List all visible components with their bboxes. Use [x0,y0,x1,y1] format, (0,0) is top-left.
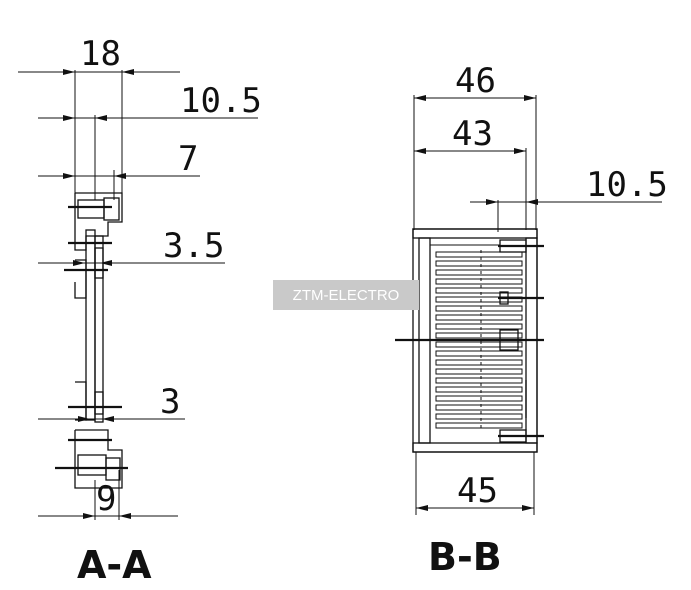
fin [435,278,523,285]
svg-text:3: 3 [160,382,180,422]
dimension-9: 9 [38,479,178,519]
section-a-a: 18 10.5 7 3.5 3 [18,34,262,587]
fin [435,350,523,357]
dimension-3.5: 3.5 [38,226,225,266]
fin [435,287,523,294]
fin [435,359,523,366]
dimension-7: 7 [38,139,200,179]
svg-text:10.5: 10.5 [586,165,668,205]
fin [435,341,523,348]
dimension-10.5-left: 10.5 [38,81,262,121]
a-a-profile [55,192,128,489]
dimension-18: 18 [18,34,180,75]
section-label-b-b: B-B [428,535,502,579]
fin [435,269,523,276]
svg-text:3.5: 3.5 [163,226,224,266]
dimension-43: 43 [414,114,526,154]
fin [435,296,523,303]
dimension-10.5-right: 10.5 [470,165,668,205]
svg-text:18: 18 [80,34,121,74]
fin [435,413,523,420]
dimension-3: 3 [38,382,185,422]
dimension-45: 45 [416,471,534,511]
section-label-a-a: A-A [77,543,152,587]
svg-text:9: 9 [96,479,116,519]
fin [435,323,523,330]
fin [435,305,523,312]
svg-text:10.5: 10.5 [180,81,262,121]
fin [435,368,523,375]
svg-text:43: 43 [452,114,493,154]
fin [435,314,523,321]
section-b-b: 46 43 10.5 45 [395,61,668,579]
b-b-body [395,228,544,453]
dimension-46: 46 [414,61,536,101]
svg-text:7: 7 [178,139,198,179]
fin [435,332,523,339]
fin [435,404,523,411]
svg-text:45: 45 [457,471,498,511]
fin [435,260,523,267]
fin [435,386,523,393]
watermark-banner: ZTM-ELECTRO [273,280,419,310]
fin [435,251,523,258]
svg-text:46: 46 [455,61,496,101]
fin [435,422,523,429]
fin [435,395,523,402]
cooling-fins [435,251,523,429]
fin [435,377,523,384]
